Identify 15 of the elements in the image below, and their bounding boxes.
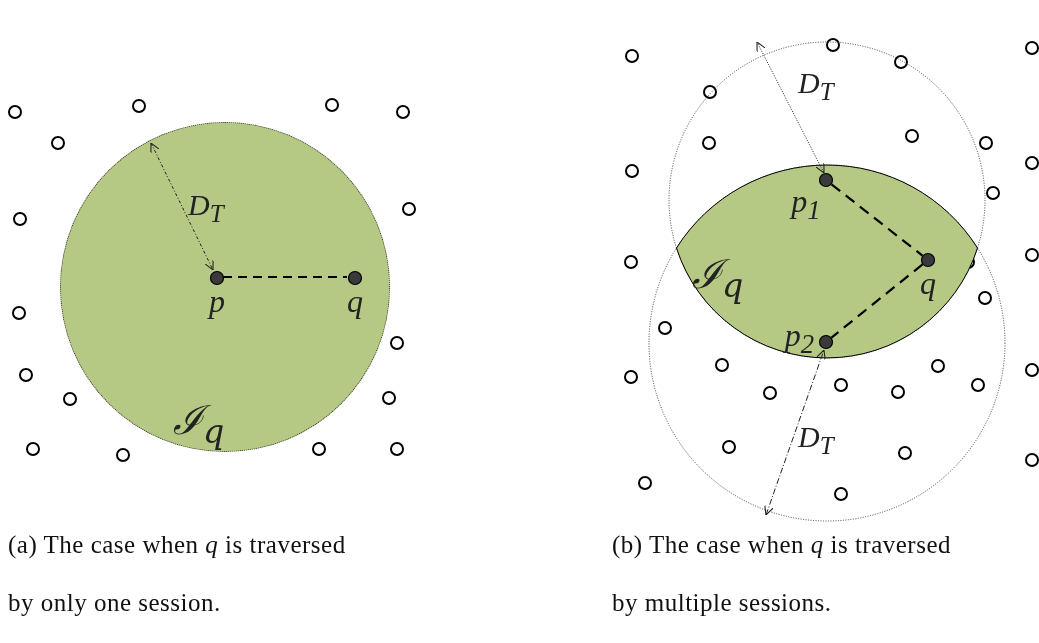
point-label: p — [206, 284, 226, 318]
dimension-label: D$_{T}$ — [798, 66, 834, 106]
point-label: p$_{1}$ — [788, 184, 822, 228]
region-label: ℐ$_{q}$ — [692, 250, 744, 305]
point-label: q — [346, 284, 364, 318]
point-label: q — [919, 266, 937, 300]
dimension-label: D$_{T}$ — [188, 188, 224, 228]
dimension-label: D$_{T}$ — [798, 420, 834, 460]
region-label: ℐ$_{q}$ — [173, 396, 225, 451]
connector-line — [222, 276, 348, 278]
connector-line — [830, 263, 924, 339]
figure-caption: (a) The case when q is traversed by only one session. — [8, 530, 347, 618]
point-label: p$_{2}$ — [782, 318, 814, 362]
figure-caption: (b) The case when q is traversed by multiple sessions. — [612, 530, 953, 618]
connector-line — [830, 183, 924, 257]
